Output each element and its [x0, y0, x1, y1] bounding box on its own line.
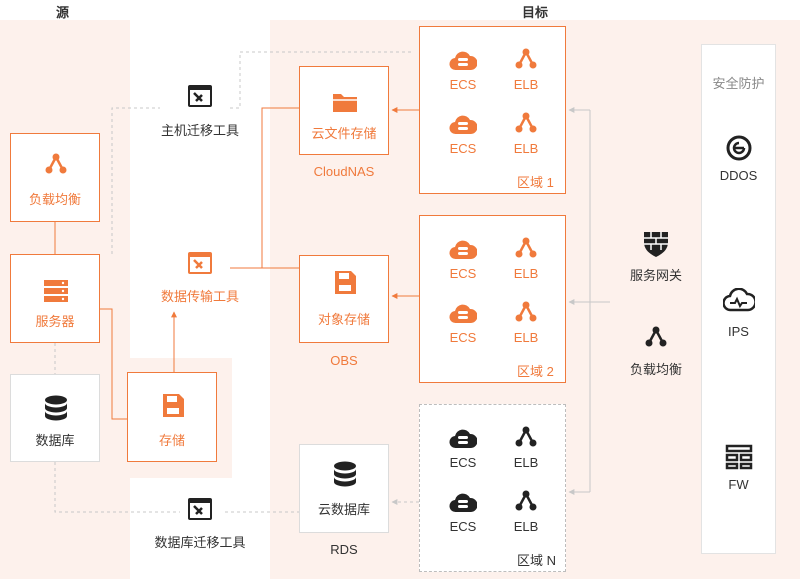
region-1-elb-label: ELB [513, 77, 539, 92]
data-transfer-tool-icon [188, 252, 212, 274]
region-n-elb-label: ELB [513, 455, 539, 470]
region-1-ecs-label: ECS [449, 77, 477, 92]
source-storage-box: 存储 [127, 372, 217, 462]
region-2-ecs-label-2: ECS [449, 330, 477, 345]
folder-icon [333, 94, 357, 112]
source-heading: 源 [56, 5, 70, 20]
host-migration-tool-icon [188, 85, 212, 107]
db-migration-tool-icon [188, 498, 212, 520]
region-2-box: ECS ELB ECS ELB 区域 2 [419, 215, 566, 383]
source-server-box: 服务器 [10, 254, 100, 343]
cloud-db-caption: RDS [330, 542, 358, 557]
ecs-cloud-icon [449, 240, 477, 260]
region-n-ecs-label: ECS [449, 455, 477, 470]
region-1-elb-label-2: ELB [513, 141, 539, 156]
region-2-elb-label-2: ELB [513, 330, 539, 345]
region-n-box: ECS ELB ECS ELB 区域 N [419, 404, 566, 572]
database-icon [45, 395, 67, 421]
cloud-db-box: 云数据库 [299, 444, 389, 533]
security-title: 安全防护 [712, 76, 765, 91]
db-migration-tool-label: 数据库迁移工具 [154, 535, 246, 550]
object-storage-caption: OBS [330, 353, 358, 368]
region-1-ecs-label-2: ECS [449, 141, 477, 156]
region-n-elb-label-2: ELB [513, 519, 539, 534]
data-transfer-tool-label: 数据传输工具 [160, 289, 239, 304]
security-panel: 安全防护 DDOS IPS FW [701, 44, 776, 554]
ecs-cloud-icon [449, 493, 477, 513]
source-lb-label: 负载均衡 [28, 192, 81, 207]
region-2-elb-label: ELB [513, 266, 539, 281]
source-db-box: 数据库 [10, 374, 100, 462]
cloud-nas-label: 云文件存储 [311, 126, 377, 141]
region-2-label: 区域 2 [517, 364, 554, 379]
cloud-nas-box: 云文件存储 [299, 66, 389, 155]
ddos-shield-icon [726, 135, 752, 161]
load-balancer-icon [645, 326, 667, 347]
ecs-cloud-icon [449, 51, 477, 71]
service-gateway-shield-icon [644, 232, 668, 257]
ddos-label: DDOS [719, 168, 758, 183]
ecs-cloud-icon [449, 115, 477, 135]
source-server-label: 服务器 [35, 314, 75, 329]
source-db-label: 数据库 [35, 433, 75, 448]
gateway-lb-label: 负载均衡 [629, 362, 682, 377]
region-1-label: 区域 1 [517, 175, 554, 190]
elb-icon [515, 112, 537, 133]
object-storage-label: 对象存储 [317, 312, 370, 327]
service-gateway-label: 服务网关 [629, 268, 682, 283]
ips-cloud-icon [723, 288, 755, 312]
cloud-database-icon [334, 461, 356, 487]
storage-icon [163, 394, 184, 417]
object-storage-box: 对象存储 [299, 255, 389, 343]
ecs-cloud-icon [449, 429, 477, 449]
fw-label: FW [728, 477, 749, 492]
elb-icon [515, 301, 537, 322]
elb-icon [515, 48, 537, 69]
region-n-label: 区域 N [517, 553, 557, 568]
region-n-ecs-label-2: ECS [449, 519, 477, 534]
ips-label: IPS [728, 324, 749, 339]
firewall-icon [725, 444, 753, 470]
region-2-ecs-label: ECS [449, 266, 477, 281]
region-1-box: ECS ELB ECS ELB 区域 1 [419, 26, 566, 194]
elb-icon [515, 426, 537, 447]
source-storage-label: 存储 [158, 433, 185, 448]
target-heading: 目标 [522, 5, 549, 20]
elb-icon [515, 237, 537, 258]
server-icon [44, 280, 68, 302]
ecs-cloud-icon [449, 304, 477, 324]
object-storage-icon [335, 271, 356, 294]
load-balancer-icon [45, 153, 67, 174]
source-lb-box: 负载均衡 [10, 133, 100, 222]
host-migration-tool-label: 主机迁移工具 [160, 123, 239, 138]
cloud-nas-caption: CloudNAS [313, 164, 375, 179]
cloud-db-label: 云数据库 [317, 502, 370, 517]
elb-icon [515, 490, 537, 511]
